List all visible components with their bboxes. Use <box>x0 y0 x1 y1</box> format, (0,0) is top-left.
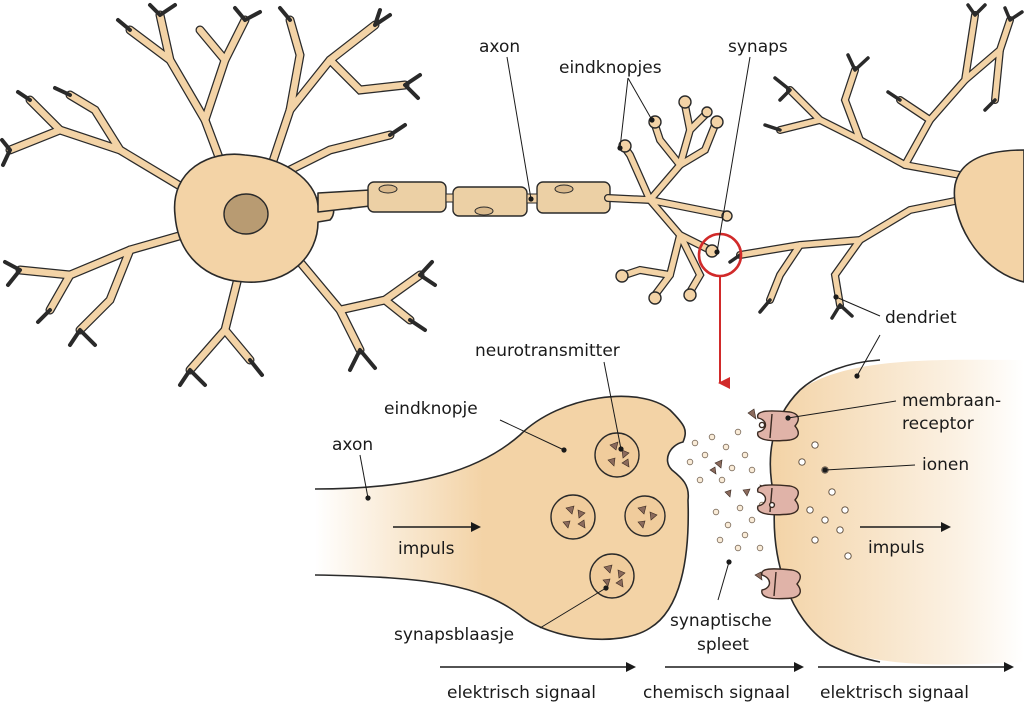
axon-shaft <box>317 189 371 213</box>
membrane-receptors <box>756 410 801 600</box>
label-impuls-right: impuls <box>868 538 925 558</box>
myelin-sheath-3 <box>536 181 611 214</box>
neuron-right <box>728 3 1024 320</box>
label-signal-chemical: chemisch signaal <box>643 683 790 703</box>
neurotransmitter-molecules-in-vesicles <box>562 441 658 588</box>
leader-lines <box>359 56 916 629</box>
label-synapsblaasje: synapsblaasje <box>394 625 514 645</box>
label-spleet-line1: synaptische <box>670 611 772 631</box>
synapse-highlight-circle <box>697 232 743 278</box>
label-axon-bottom: axon <box>332 435 373 455</box>
cell-body-right <box>953 149 1024 283</box>
myelin-sheath-1 <box>367 181 447 213</box>
label-membraan-line1: membraan- <box>902 391 1001 411</box>
receptor-2 <box>756 484 799 516</box>
label-membraan-line2: receptor <box>902 414 974 434</box>
label-synaps: synaps <box>728 37 788 57</box>
label-eindknopjes: eindknopjes <box>559 58 662 78</box>
label-ionen: ionen <box>922 455 969 475</box>
label-eindknopje: eindknopje <box>384 399 478 419</box>
label-signal-electric-2: elektrisch signaal <box>820 683 969 703</box>
vesicle-3 <box>624 495 666 537</box>
neuron-left <box>0 3 733 387</box>
label-signal-electric-1: elektrisch signaal <box>447 683 596 703</box>
dendrites-right <box>728 3 1024 320</box>
ions-in-cleft <box>686 428 766 552</box>
postsynaptic-dendrite <box>770 359 1024 665</box>
vesicle-1 <box>594 432 640 478</box>
axon-terminals <box>604 95 733 305</box>
label-neurotransmitter: neurotransmitter <box>475 341 620 361</box>
receptor-3 <box>761 568 801 600</box>
vesicle-2 <box>550 494 596 540</box>
label-axon-top: axon <box>479 37 520 57</box>
label-dendriet: dendriet <box>885 308 957 328</box>
label-impuls-left: impuls <box>398 539 455 559</box>
label-spleet-line2: spleet <box>697 635 749 655</box>
vesicle-4 <box>589 553 635 599</box>
nucleus-left <box>223 193 269 235</box>
